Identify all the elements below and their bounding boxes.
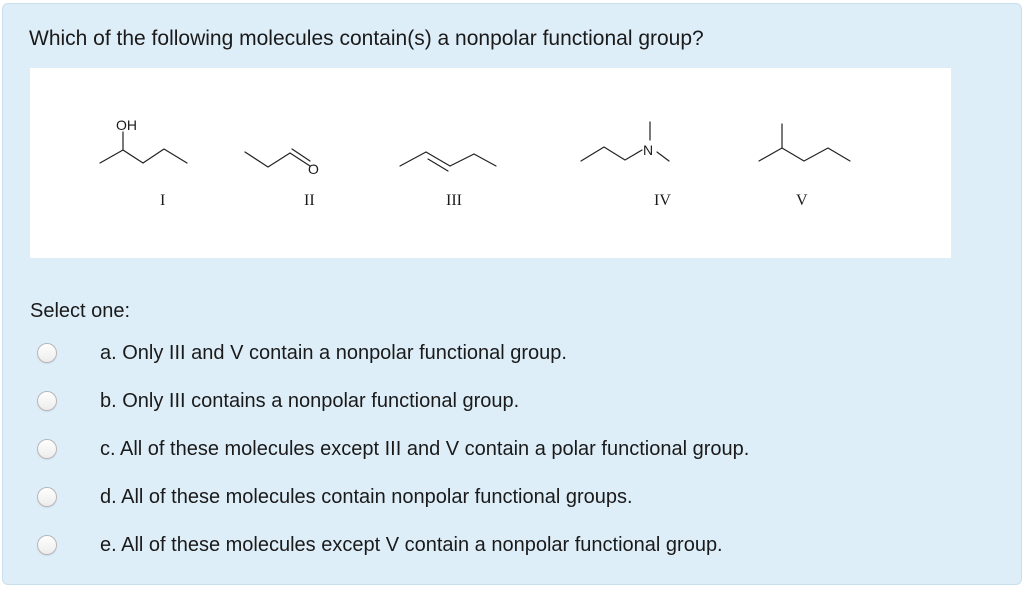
- option-e-radio[interactable]: [37, 535, 57, 555]
- molecule-iii-numeral: III: [446, 192, 462, 209]
- option-e-text[interactable]: e. All of these molecules except V conta…: [100, 533, 723, 556]
- molecule-figure: OH O N I II III IV V: [30, 68, 951, 258]
- option-c-radio[interactable]: [37, 439, 57, 459]
- molecule-iii-structure: [399, 151, 497, 172]
- molecule-i-structure: [99, 131, 188, 164]
- option-a-radio[interactable]: [37, 343, 57, 363]
- molecule-iv-structure: [580, 121, 670, 162]
- option-d-text[interactable]: d. All of these molecules contain nonpol…: [100, 485, 633, 508]
- select-one-label: Select one:: [30, 300, 131, 322]
- molecule-v-numeral: V: [796, 192, 808, 209]
- option-a-text[interactable]: a. Only III and V contain a nonpolar fun…: [100, 341, 567, 364]
- molecule-ii-structure: [244, 148, 311, 168]
- question-text: Which of the following molecules contain…: [29, 27, 704, 50]
- molecule-ii-atom-label: O: [308, 161, 319, 177]
- molecule-structures-svg: OH O N I II III IV V: [99, 117, 851, 209]
- question-panel: Which of the following molecules contain…: [2, 3, 1022, 585]
- molecule-i-numeral: I: [160, 192, 165, 209]
- molecule-i-atom-label: OH: [116, 117, 137, 133]
- option-c-text[interactable]: c. All of these molecules except III and…: [100, 437, 750, 460]
- molecule-iv-numeral: IV: [654, 192, 671, 209]
- molecule-v-structure: [758, 123, 851, 162]
- option-b-radio[interactable]: [37, 391, 57, 411]
- option-d-radio[interactable]: [37, 487, 57, 507]
- option-b-text[interactable]: b. Only III contains a nonpolar function…: [100, 389, 520, 412]
- molecule-ii-numeral: II: [304, 192, 315, 209]
- molecule-iv-atom-label: N: [643, 142, 653, 158]
